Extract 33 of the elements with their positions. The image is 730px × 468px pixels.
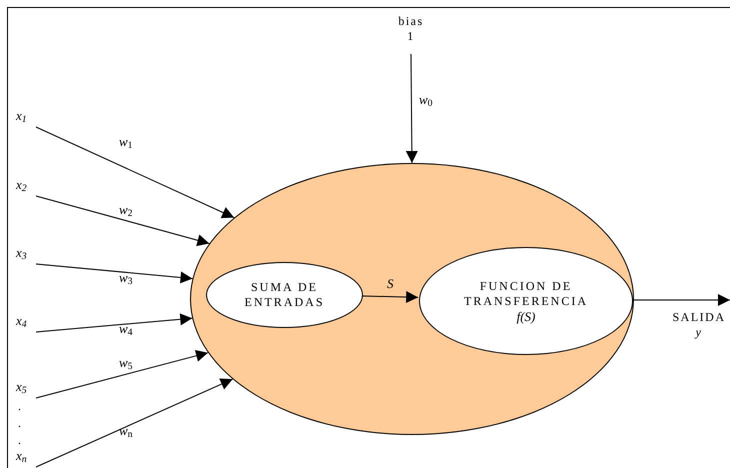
edge-label: w$_{2}$	[118, 202, 134, 218]
value-label: 1	[407, 29, 415, 44]
edge-label: w$_{0}$	[418, 92, 434, 108]
edge-label: w$_{5}$	[118, 355, 134, 371]
input-label: x$_{n}$	[16, 448, 36, 467]
arrow	[361, 291, 419, 304]
ellipsis-dot: .	[18, 400, 21, 412]
edge-label: S	[386, 276, 394, 292]
process-label: SUMA DE ENTRADAS	[243, 280, 326, 310]
arrow	[36, 264, 194, 284]
edge-label: w$_{3}$	[118, 270, 134, 286]
edge-label: w$_{n}$	[118, 423, 134, 439]
ellipsis-dot: .	[18, 434, 21, 446]
edge-label: w$_{4}$	[118, 321, 134, 337]
node-label: SALIDA	[672, 310, 726, 325]
function-label: f(S)	[516, 308, 536, 324]
arrow	[36, 350, 209, 398]
edge-label: w$_{1}$	[118, 134, 134, 150]
arrow	[36, 196, 210, 246]
arrow	[406, 54, 418, 164]
input-label: x$_{3}$	[16, 245, 36, 264]
input-label: x$_{4}$	[16, 313, 36, 332]
ellipsis-dot: .	[18, 417, 21, 429]
arrow	[632, 294, 730, 306]
process-label: FUNCION DE TRANSFERENCIA	[462, 278, 589, 308]
input-label: x$_{2}$	[16, 177, 36, 196]
input-label: x$_{5}$	[16, 379, 36, 398]
arrow	[36, 126, 235, 218]
input-label: x$_{1}$	[16, 108, 36, 127]
value-label: y	[696, 325, 702, 340]
node-label: bias	[398, 14, 424, 29]
arrow	[36, 313, 193, 332]
arrow	[36, 378, 234, 468]
